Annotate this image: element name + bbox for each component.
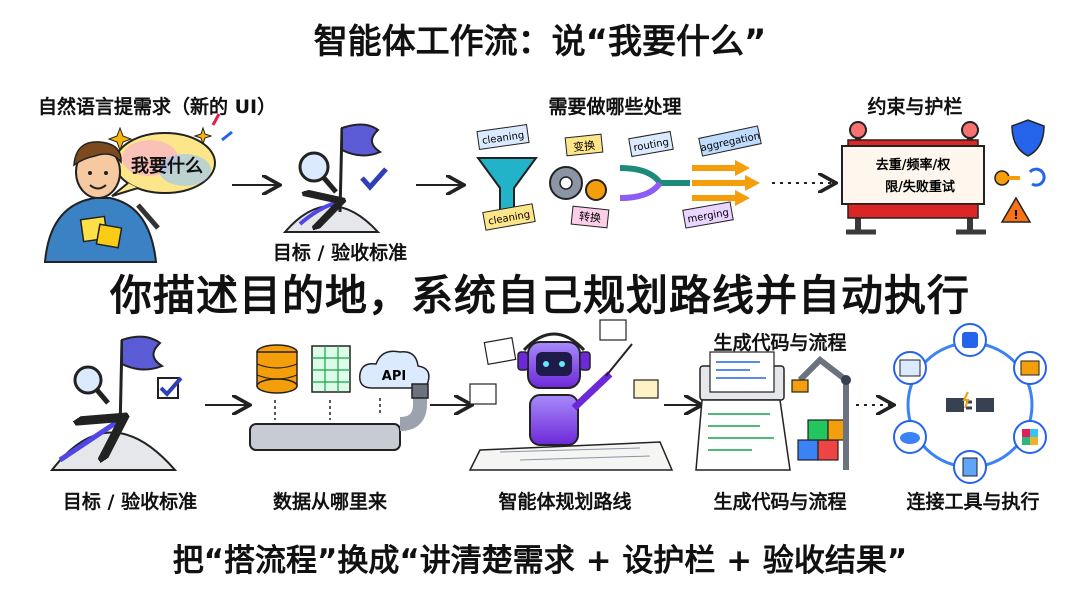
codegen-top-label: 生成代码与流程 [713, 332, 847, 354]
natural-language-label: 自然语言提需求（新的 UI） [38, 96, 277, 118]
plug-connect-icon [946, 391, 994, 412]
svg-text:变换: 变换 [572, 138, 595, 154]
warning-icon: ! [1000, 196, 1032, 223]
api-cloud-icon: API [359, 350, 430, 390]
svg-text:限/失败重试: 限/失败重试 [885, 179, 955, 195]
data-sources-illustration: API [249, 344, 430, 451]
caption-goal: 目标 / 验收标准 [62, 491, 198, 513]
tool-integration-illustration [893, 323, 1047, 484]
caption-code-generation: 生成代码与流程 [713, 491, 847, 513]
document-icon [953, 450, 987, 484]
browser-window-icon [893, 351, 927, 385]
processing-tag: 变换 [564, 133, 604, 157]
processing-tag: cleaning [482, 203, 536, 231]
goal-acceptance-label: 目标 / 验收标准 [272, 242, 408, 264]
person-illustration [43, 113, 233, 263]
svg-text:去重/频率/权: 去重/频率/权 [876, 157, 951, 173]
processing-illustration: cleaning 变换 routing aggregation cleaning… [476, 124, 762, 231]
processing-tag: merging [682, 201, 734, 229]
cloud-icon [893, 420, 927, 454]
goal-flag-illustration [49, 335, 183, 471]
mail-icon [1013, 351, 1047, 385]
guardrails-label: 约束与护栏 [867, 96, 963, 118]
database-icon [953, 323, 987, 357]
svg-text:API: API [382, 369, 406, 384]
goal-flag-illustration [282, 123, 388, 233]
database-icon [256, 344, 298, 394]
processing-label: 需要做哪些处理 [548, 96, 682, 118]
key-icon [994, 170, 1020, 186]
svg-text:转换: 转换 [578, 209, 601, 225]
robot-planner-illustration [468, 319, 674, 471]
processing-tag: routing [628, 130, 674, 158]
svg-text:!: ! [1013, 208, 1018, 222]
spreadsheet-icon [311, 345, 351, 393]
processing-tag: aggregation [698, 125, 762, 157]
middle-headline: 你描述目的地，系统自己规划路线并自动执行 [109, 271, 970, 320]
shield-icon [1011, 119, 1045, 157]
processing-tag: 转换 [570, 205, 610, 229]
refresh-icon [1028, 167, 1046, 187]
slack-icon [1013, 420, 1047, 454]
page-title: 智能体工作流：说“我要什么” [313, 22, 767, 62]
guardrail-barrier-illustration: 去重/频率/权 限/失败重试 [841, 121, 986, 235]
bottom-slogan: 把“搭流程”换成“讲清楚需求 + 设护栏 + 验收结果” [172, 543, 908, 579]
caption-agent-planning: 智能体规划路线 [498, 491, 632, 513]
caption-data-sources: 数据从哪里来 [272, 491, 387, 513]
caption-tool-execution: 连接工具与执行 [906, 491, 1040, 513]
processing-tag: cleaning [476, 124, 530, 150]
speech-bubble-text: 我要什么 [131, 156, 203, 177]
code-generation-illustration [695, 351, 851, 471]
